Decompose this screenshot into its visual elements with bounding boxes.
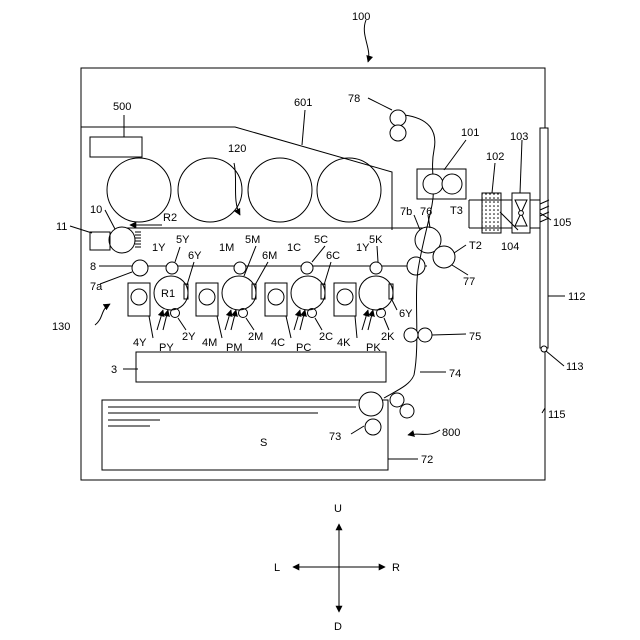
label-130: 130	[52, 321, 70, 333]
label-104: 104	[501, 241, 519, 253]
label-s: S	[260, 437, 267, 449]
label-103: 103	[510, 131, 528, 143]
compass-down-label: D	[334, 621, 342, 633]
compass-left-label: L	[274, 562, 280, 574]
toner-cartridge	[317, 158, 381, 222]
discharge-roller	[390, 125, 406, 141]
primary-transfer-roller	[166, 262, 178, 274]
label-py: PY	[159, 342, 174, 354]
label-2m: 2M	[248, 331, 263, 343]
toner-cartridge	[107, 158, 171, 222]
label-100: 100	[352, 11, 370, 23]
label-500: 500	[113, 101, 131, 113]
label-3: 3	[111, 364, 117, 376]
imaging-unit-m	[196, 276, 256, 318]
label-105: 105	[553, 217, 571, 229]
transport-path	[384, 115, 435, 398]
direction-compass: U D L R	[274, 503, 400, 633]
label-77: 77	[463, 276, 475, 288]
separation-roller	[365, 419, 381, 435]
label-72: 72	[421, 454, 433, 466]
compass-up-label: U	[334, 503, 342, 515]
label-115: 115	[548, 409, 566, 421]
imaging-unit-y	[128, 276, 188, 318]
label-2c: 2C	[319, 331, 333, 343]
label-78: 78	[348, 93, 360, 105]
label-5c: 5C	[314, 234, 328, 246]
label-1m: 1M	[219, 242, 234, 254]
label-pm: PM	[226, 342, 243, 354]
label-76: 76	[420, 206, 432, 218]
label-5y: 5Y	[176, 234, 190, 246]
label-6y-a: 6Y	[188, 250, 202, 262]
label-75: 75	[469, 331, 481, 343]
label-pc: PC	[296, 342, 311, 354]
label-7b: 7b	[400, 206, 412, 218]
label-7a: 7a	[90, 281, 103, 293]
label-74: 74	[449, 368, 461, 380]
label-1c: 1C	[287, 242, 301, 254]
filter-102	[482, 193, 501, 233]
label-113: 113	[566, 361, 584, 373]
primary-transfer-roller	[234, 262, 246, 274]
label-11: 11	[56, 221, 67, 233]
toner-cartridge	[248, 158, 312, 222]
label-4c: 4C	[271, 337, 285, 349]
compass-right-label: R	[392, 562, 400, 574]
label-r2: R2	[163, 212, 177, 224]
label-101: 101	[461, 127, 479, 139]
label-t2: T2	[469, 240, 482, 252]
label-t3: T3	[450, 205, 463, 217]
label-6y-b: 6Y	[399, 308, 413, 320]
imaging-unit-c	[265, 276, 325, 318]
discharge-roller	[390, 110, 406, 126]
label-2k: 2K	[381, 331, 395, 343]
label-601: 601	[294, 97, 312, 109]
label-4y: 4Y	[133, 337, 147, 349]
imaging-unit-k	[334, 276, 393, 318]
primary-transfer-roller	[370, 262, 382, 274]
control-unit-500	[90, 137, 142, 157]
label-120: 120	[228, 143, 246, 155]
paper-cassette	[102, 400, 388, 470]
label-r1: R1	[161, 288, 175, 300]
exposure-device	[136, 352, 386, 382]
label-5m: 5M	[245, 234, 260, 246]
label-10: 10	[90, 204, 102, 216]
label-73: 73	[329, 431, 341, 443]
label-8: 8	[90, 261, 96, 273]
register-roller	[404, 328, 418, 342]
label-102: 102	[486, 151, 504, 163]
toner-cartridge	[178, 158, 242, 222]
label-800: 800	[442, 427, 460, 439]
belt-cleaner	[90, 232, 110, 250]
pickup-roller	[359, 392, 383, 416]
label-pk: PK	[366, 342, 381, 354]
label-4m: 4M	[202, 337, 217, 349]
register-roller	[418, 328, 432, 342]
label-6m: 6M	[262, 250, 277, 262]
side-door	[540, 128, 548, 348]
label-5k: 5K	[369, 234, 383, 246]
primary-transfer-roller	[301, 262, 313, 274]
label-4k: 4K	[337, 337, 351, 349]
label-2y: 2Y	[182, 331, 196, 343]
label-1y-b: 1Y	[356, 242, 370, 254]
label-1y-a: 1Y	[152, 242, 166, 254]
label-112: 112	[568, 291, 586, 303]
label-6c: 6C	[326, 250, 340, 262]
feed-roller	[400, 404, 414, 418]
secondary-transfer-roller	[433, 246, 455, 268]
feed-roller	[390, 393, 404, 407]
